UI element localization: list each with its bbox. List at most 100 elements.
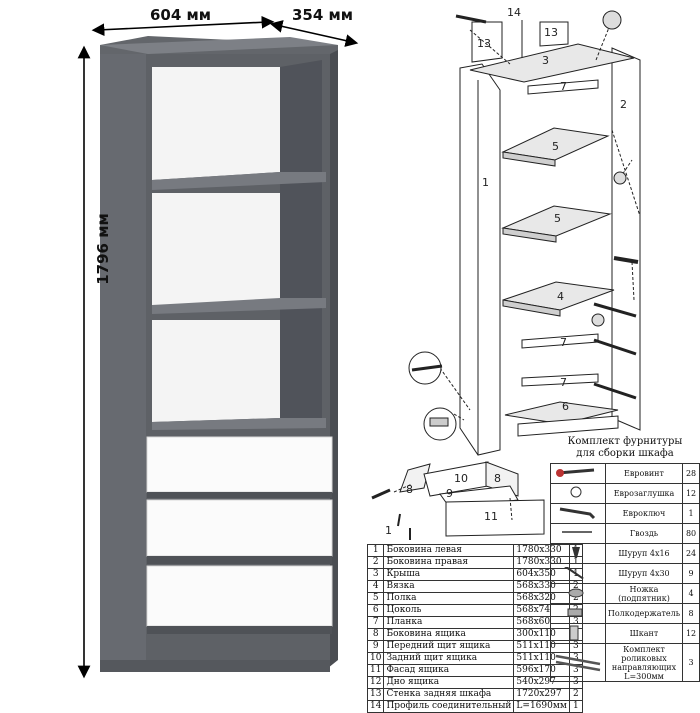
foot-pad-icon: [554, 588, 602, 603]
parts-cell-name: Планка: [383, 616, 515, 629]
label-7c: 7: [560, 376, 567, 389]
hardware-name: Шкант: [604, 623, 684, 644]
euro-cap-icon: [554, 486, 602, 503]
drawer-label-11: 11: [484, 510, 498, 523]
cabinet-render: [100, 36, 338, 672]
hex-key-icon: [554, 507, 602, 523]
hardware-pic-cell: [550, 623, 606, 644]
hardware-name: Полкодержатель: [604, 603, 684, 624]
hardware-pic-cell: [550, 583, 606, 604]
hardware-name: Евровинт: [604, 463, 684, 484]
parts-cell-name: Передний щит ящика: [383, 640, 515, 653]
label-14: 14: [507, 6, 521, 19]
screw-4x16-icon: [554, 547, 602, 563]
hardware-title-line2: для сборки шкафа: [576, 448, 674, 459]
parts-cell-name: Дно ящика: [383, 676, 515, 689]
parts-cell-n: 13: [366, 688, 385, 701]
parts-cell-n: 6: [366, 604, 385, 617]
parts-cell-name: Боковина левая: [383, 544, 515, 557]
hardware-name: Ножка (подпятник): [604, 583, 684, 604]
hardware-qty: 12: [682, 623, 700, 644]
label-13a: 13: [477, 37, 491, 50]
parts-cell-n: 7: [366, 616, 385, 629]
parts-cell-n: 10: [366, 652, 385, 665]
shelf-support-icon: [554, 608, 602, 623]
parts-cell-size: 1720x297: [513, 688, 570, 701]
dimension-depth: 354 мм: [292, 6, 354, 24]
label-6: 6: [562, 400, 569, 413]
hardware-name: Евроключ: [604, 503, 684, 524]
hardware-qty: 28: [682, 463, 700, 484]
parts-cell-qty: 2: [568, 688, 583, 701]
parts-cell-size: L=1690мм: [513, 700, 570, 713]
hardware-row: Ножка (подпятник)4: [550, 583, 700, 604]
parts-cell-n: 3: [366, 568, 385, 581]
parts-cell-name: Цоколь: [383, 604, 515, 617]
dimension-width: 604 мм: [150, 6, 212, 24]
dowel-icon: [554, 625, 602, 643]
hardware-title: Комплект фурнитуры для сборки шкафа: [555, 436, 695, 460]
parts-cell-n: 9: [366, 640, 385, 653]
drawer-label-1: 1: [385, 524, 392, 537]
parts-cell-n: 14: [366, 700, 385, 713]
parts-cell-n: 12: [366, 676, 385, 689]
drawer-label-8a: 8: [406, 483, 413, 496]
parts-cell-n: 8: [366, 628, 385, 641]
hardware-qty: 1: [682, 503, 700, 524]
dimension-height: 1796 мм: [94, 213, 112, 285]
parts-cell-name: Полка: [383, 592, 515, 605]
hardware-pic-cell: [550, 643, 606, 682]
hardware-qty: 9: [682, 563, 700, 584]
parts-cell-name: Крыша: [383, 568, 515, 581]
hardware-qty: 4: [682, 583, 700, 604]
parts-cell-name: Боковина ящика: [383, 628, 515, 641]
drawer-label-8b: 8: [494, 472, 501, 485]
hardware-qty: 12: [682, 483, 700, 504]
drawer-label-10: 10: [454, 472, 468, 485]
label-5b: 5: [554, 212, 561, 225]
parts-cell-name: Задний щит ящика: [383, 652, 515, 665]
parts-cell-name: Боковина правая: [383, 556, 515, 569]
hardware-name: Комплект роликовых направляющих L=300мм: [604, 643, 684, 682]
hardware-name: Шуруп 4x30: [604, 563, 684, 584]
hardware-qty: 24: [682, 543, 700, 564]
hardware-name: Еврозаглушка: [604, 483, 684, 504]
hardware-qty: 80: [682, 523, 700, 544]
hardware-pic-cell: [550, 503, 606, 524]
hardware-qty: 8: [682, 603, 700, 624]
drawer-labels: 8 8 9 10 11 1: [385, 472, 501, 537]
hardware-pic-cell: [550, 563, 606, 584]
hardware-pic-cell: [550, 543, 606, 564]
screw-4x30-icon: [554, 567, 602, 583]
drawer-label-9: 9: [446, 487, 453, 500]
hardware-pic-cell: [550, 483, 606, 504]
hardware-qty: 3: [682, 643, 700, 682]
drawer-runner-icon: [554, 654, 602, 676]
confirmat-screw-icon: [554, 468, 602, 483]
parts-cell-n: 5: [366, 592, 385, 605]
parts-cell-n: 4: [366, 580, 385, 593]
label-7b: 7: [560, 336, 567, 349]
nail-icon: [554, 531, 602, 543]
label-4a: 4: [557, 290, 564, 303]
assembly-labels: 1 2 3 4 5 5 6 7 7 7 13 13 14: [477, 6, 627, 413]
parts-cell-name: Вязка: [383, 580, 515, 593]
hardware-name: Гвоздь: [604, 523, 684, 544]
parts-cell-n: 2: [366, 556, 385, 569]
dimension-lines: [77, 15, 359, 679]
hardware-pic-cell: [550, 523, 606, 544]
drawer-exploded: [371, 461, 545, 540]
